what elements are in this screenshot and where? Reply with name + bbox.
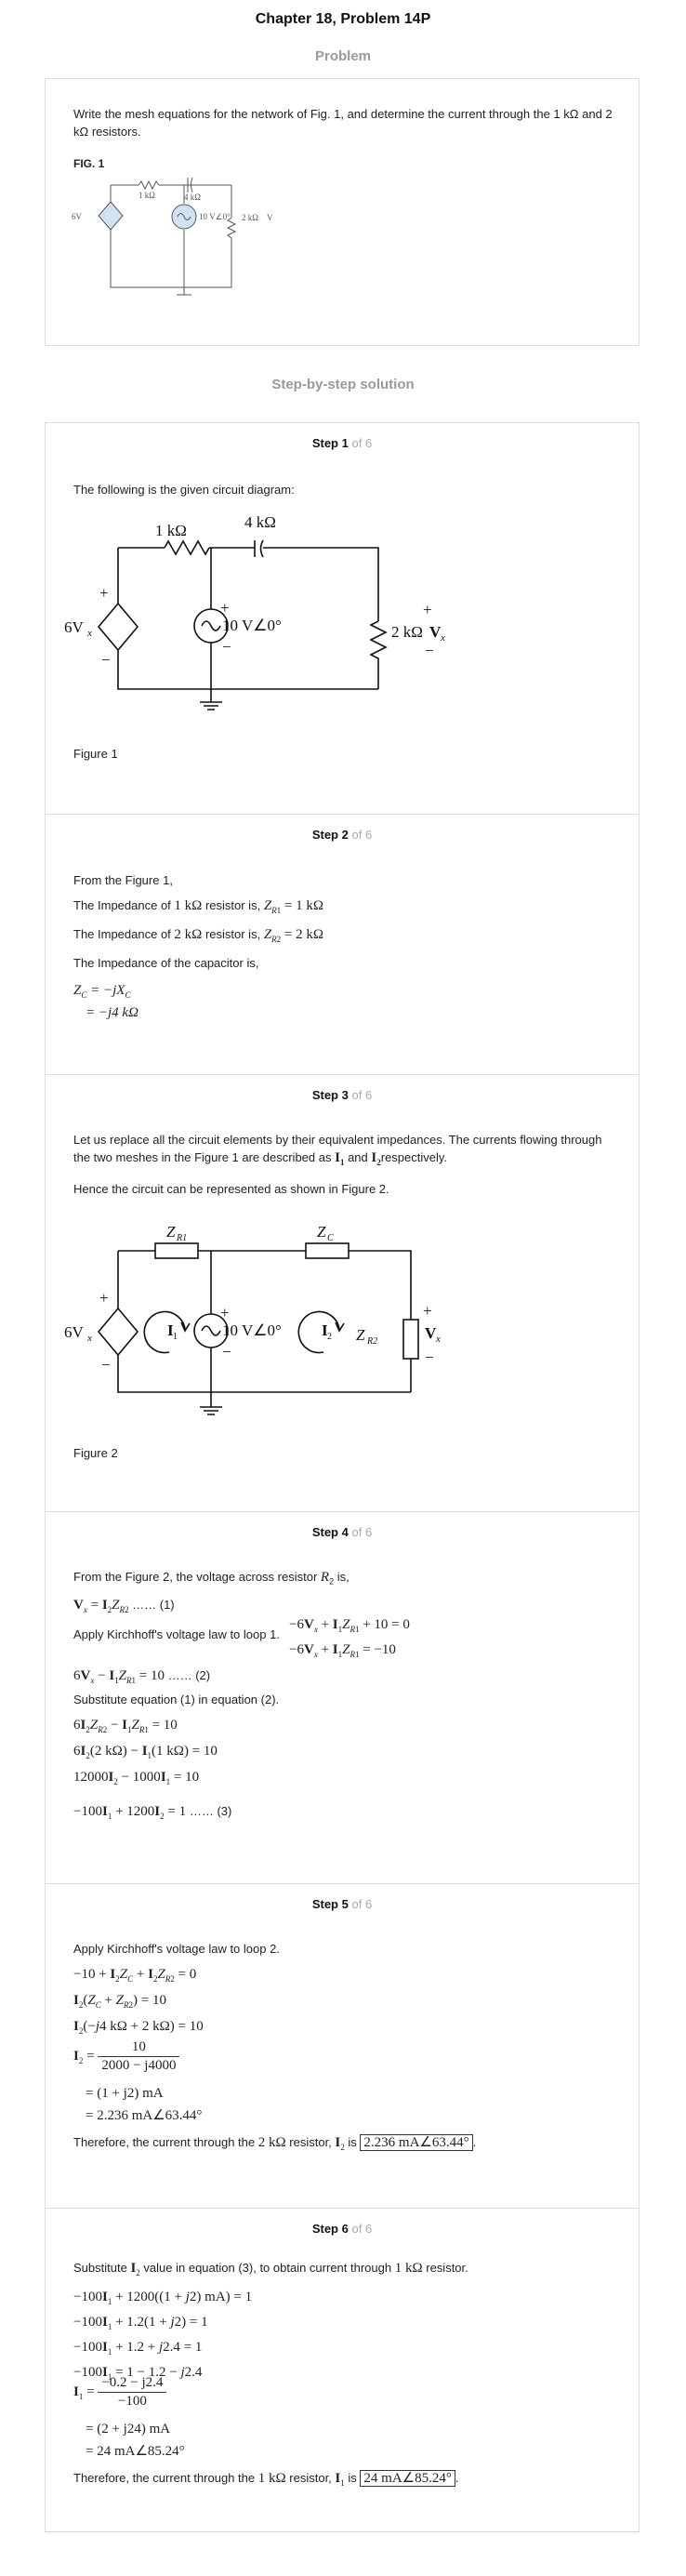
svg-text:−: − xyxy=(222,1343,231,1361)
step-5-result-rect: = (1 + j2) mA xyxy=(86,2086,164,2101)
svg-text:V: V xyxy=(425,1324,437,1342)
fig1-label: FIG. 1 xyxy=(73,157,105,170)
step-6-header: Step 6 of 6 xyxy=(311,2222,373,2236)
step-2-line-1: From the Figure 1, xyxy=(73,873,173,887)
svg-text:+: + xyxy=(99,584,109,602)
svg-text:V: V xyxy=(429,623,442,641)
svg-text:10 V∠0°: 10 V∠0° xyxy=(199,212,231,221)
svg-text:−: − xyxy=(222,638,231,656)
figure-2-caption: Figure 2 xyxy=(73,1446,118,1460)
problem-text: Write the mesh equations for the network… xyxy=(73,107,613,139)
step-4-eq-2: 6Vx − I1ZR1 = 10 …… (2) xyxy=(73,1668,211,1685)
figure-1-circuit: 1 kΩ 4 kΩ 10 V∠0° + − 2 kΩ V x + − 6V x … xyxy=(64,513,445,710)
svg-text:4 kΩ: 4 kΩ xyxy=(244,513,276,531)
step-4-substitute: Substitute equation (1) in equation (2). xyxy=(73,1693,280,1706)
step-6-conclusion: Therefore, the current through the 1 kΩ … xyxy=(73,2470,459,2488)
svg-text:R2: R2 xyxy=(366,1336,377,1347)
svg-text:−: − xyxy=(101,651,111,669)
svg-text:x: x xyxy=(440,632,445,644)
svg-text:C: C xyxy=(327,1233,334,1243)
svg-text:+: + xyxy=(423,1302,432,1320)
svg-text:1 kΩ: 1 kΩ xyxy=(155,522,187,539)
problem-card: Write the mesh equations for the network… xyxy=(45,78,640,346)
step-1-intro: The following is the given circuit diagr… xyxy=(73,483,295,497)
step-6-line-1: Substitute I2 value in equation (3), to … xyxy=(73,2261,468,2277)
step-5-answer-box: 2.236 mA∠63.44° xyxy=(360,2134,473,2151)
chapter-title: Chapter 18, Problem 14P xyxy=(255,11,431,27)
step-6-derivation: −100I1 + 1200((1 + j2) mA) = 1 −100I1 + … xyxy=(73,2290,253,2382)
svg-text:10 V∠0°: 10 V∠0° xyxy=(222,617,282,634)
svg-text:2 kΩ: 2 kΩ xyxy=(391,623,423,641)
step-2-capacitor-line: The Impedance of the capacitor is, xyxy=(73,956,259,970)
svg-text:2 kΩ: 2 kΩ xyxy=(242,213,258,222)
svg-text:+: + xyxy=(99,1289,109,1307)
step-4-line-1: From the Figure 2, the voltage across re… xyxy=(73,1570,350,1587)
step-4-eq-1: Vx = I2ZR2 …… (1) xyxy=(73,1598,175,1614)
solution-heading: Step-by-step solution xyxy=(271,377,415,392)
step-2-header: Step 2 of 6 xyxy=(311,828,373,842)
step-2-zc-eq1: ZC = −jXC xyxy=(73,983,131,1000)
step-5-kvl2: Apply Kirchhoff's voltage law to loop 2. xyxy=(73,1942,280,1956)
svg-text:+: + xyxy=(423,601,432,618)
svg-text:6V: 6V xyxy=(64,1323,85,1341)
svg-text:Z: Z xyxy=(317,1223,326,1241)
step-5-conclusion: Therefore, the current through the 2 kΩ … xyxy=(73,2134,477,2152)
step-5-result-polar: = 2.236 mA∠63.44° xyxy=(86,2108,203,2123)
svg-text:x: x xyxy=(435,1334,441,1345)
step-5: Step 5 of 6 Apply Kirchhoff's voltage la… xyxy=(45,1884,640,2209)
step-1: Step 1 of 6 The following is the given c… xyxy=(45,422,640,815)
step-6: Step 6 of 6 Substitute I2 value in equat… xyxy=(45,2209,640,2532)
svg-text:R1: R1 xyxy=(176,1233,187,1243)
svg-text:−: − xyxy=(425,1348,434,1366)
svg-text:+: + xyxy=(220,599,230,617)
step-3-paragraph-2: Hence the circuit can be represented as … xyxy=(73,1182,389,1196)
figure-1-caption: Figure 1 xyxy=(73,747,118,761)
step-2: Step 2 of 6 From the Figure 1, The Imped… xyxy=(45,815,640,1075)
svg-text:+: + xyxy=(220,1304,230,1321)
fig1-thumbnail: 1 kΩ 4 kΩ 2 kΩ 10 V∠0° 6V V xyxy=(72,177,273,296)
svg-text:−: − xyxy=(425,642,434,659)
step-4-derivation: 6I2ZR2 − I1ZR1 = 10 6I2(2 kΩ) − I1(1 kΩ)… xyxy=(73,1718,232,1821)
step-5-header: Step 5 of 6 xyxy=(311,1897,373,1911)
step-5-kvl2-equations: −10 + I2ZC + I2ZR2 = 0 I2(ZC + ZR2) = 10… xyxy=(73,1967,204,2036)
step-2-zc-eq2: = −j4 kΩ xyxy=(86,1005,139,1020)
svg-text:I: I xyxy=(167,1321,174,1339)
step-4-kvl1-equations: −6Vx + I1ZR1 + 10 = 0 −6Vx + I1ZR1 = −10 xyxy=(289,1617,410,1659)
step-6-fraction: I1 = −0.2 − j2.4−100 xyxy=(73,2374,167,2410)
step-3: Step 3 of 6 Let us replace all the circu… xyxy=(45,1075,640,1512)
svg-text:x: x xyxy=(86,1333,92,1344)
svg-text:Z: Z xyxy=(356,1326,365,1344)
svg-text:I: I xyxy=(322,1321,328,1339)
svg-text:1: 1 xyxy=(173,1332,178,1342)
svg-text:x: x xyxy=(86,628,92,639)
step-6-answer-box: 24 mA∠85.24° xyxy=(360,2470,455,2487)
svg-text:V: V xyxy=(267,213,273,222)
svg-text:6V: 6V xyxy=(72,212,83,221)
step-4-header: Step 4 of 6 xyxy=(311,1525,373,1539)
svg-text:10 V∠0°: 10 V∠0° xyxy=(222,1321,282,1339)
step-2-r1-impedance: The Impedance of 1 kΩ resistor is, ZR1 =… xyxy=(73,898,324,915)
step-3-paragraph-1: Let us replace all the circuit elements … xyxy=(73,1133,602,1167)
step-3-header: Step 3 of 6 xyxy=(311,1088,373,1102)
step-6-result-rect: = (2 + j24) mA xyxy=(86,2422,171,2437)
step-6-result-polar: = 24 mA∠85.24° xyxy=(86,2444,185,2459)
svg-text:−: − xyxy=(101,1356,111,1374)
svg-text:2: 2 xyxy=(327,1332,332,1342)
problem-heading: Problem xyxy=(314,48,371,64)
svg-text:4 kΩ: 4 kΩ xyxy=(184,193,201,202)
step-1-header: Step 1 of 6 xyxy=(311,436,373,450)
step-4: Step 4 of 6 From the Figure 2, the volta… xyxy=(45,1512,640,1884)
svg-text:1 kΩ: 1 kΩ xyxy=(139,191,155,200)
step-4-kvl1: Apply Kirchhoff's voltage law to loop 1. xyxy=(73,1627,280,1641)
svg-text:6V: 6V xyxy=(64,618,85,636)
svg-text:Z: Z xyxy=(166,1223,176,1241)
step-2-r2-impedance: The Impedance of 2 kΩ resistor is, ZR2 =… xyxy=(73,927,324,944)
